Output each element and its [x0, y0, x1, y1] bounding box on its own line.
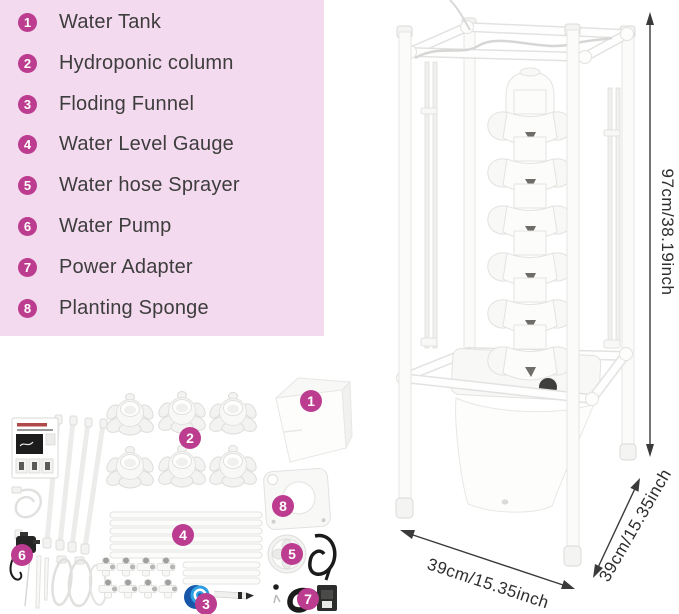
- water-tank-part: [274, 377, 353, 463]
- legend-badge-3: 3: [18, 95, 37, 114]
- height-dimension-label: 97cm/38.19inch: [658, 168, 677, 295]
- legend-item-water-hose-sprayer: 5 Water hose Sprayer: [0, 172, 240, 199]
- legend-badge-4: 4: [18, 135, 37, 154]
- depth-dimension-line: [593, 479, 640, 577]
- top-cable: [414, 36, 613, 60]
- legend-item-planting-sponge: 8 Planting Sponge: [0, 295, 209, 322]
- badge-power-adapter: 7: [297, 588, 319, 610]
- badge-water-pump: 6: [11, 544, 33, 566]
- legend-label-hydroponic-column: Hydroponic column: [59, 52, 234, 74]
- badge-water-level-gauge: 4: [172, 524, 194, 546]
- legend-badge-8: 8: [18, 299, 37, 318]
- legend-panel: 1 Water Tank 2 Hydroponic column 3 Flodi…: [0, 0, 324, 336]
- badge-planting-sponge: 8: [272, 495, 294, 517]
- legend-label-planting-sponge: Planting Sponge: [59, 297, 209, 319]
- legend-label-water-level-gauge: Water Level Gauge: [59, 133, 234, 155]
- legend-item-water-level-gauge: 4 Water Level Gauge: [0, 131, 234, 158]
- grow-light-tubes: [420, 61, 621, 349]
- marker-pen: [213, 590, 254, 600]
- rubber-stopper: [273, 584, 279, 590]
- svg-text:7: 7: [304, 591, 312, 607]
- legend-item-water-pump: 6 Water Pump: [0, 213, 171, 240]
- legend-label-floding-funnel: Floding Funnel: [59, 93, 195, 115]
- svg-text:8: 8: [279, 498, 287, 514]
- legend-badge-6: 6: [18, 217, 37, 236]
- frame-back: [398, 0, 636, 458]
- planting-sponge-plate: [263, 467, 331, 531]
- frame-front: [395, 23, 637, 567]
- product-photo: 97cm/38.19inch 39cm/15.35inch 39cm/15.35…: [395, 0, 677, 613]
- legend-item-water-tank: 1 Water Tank: [0, 9, 161, 36]
- legend-badge-2: 2: [18, 54, 37, 73]
- parts-layout: 1 2 3 4 5 6 7 8: [9, 377, 353, 614]
- legend-label-water-hose-sprayer: Water hose Sprayer: [59, 174, 240, 196]
- hydroponic-tower: [487, 67, 573, 381]
- legend-label-power-adapter: Power Adapter: [59, 256, 193, 278]
- legend-item-hydroponic-column: 2 Hydroponic column: [0, 50, 234, 77]
- legend-item-floding-funnel: 3 Floding Funnel: [0, 91, 194, 118]
- badge-hydroponic-column: 2: [179, 427, 201, 449]
- legend-badge-7: 7: [18, 258, 37, 277]
- water-tub: [455, 397, 595, 513]
- width-dimension-label: 39cm/15.35inch: [425, 555, 552, 613]
- pipe-stack: [109, 511, 263, 585]
- svg-text:6: 6: [18, 547, 26, 563]
- legend-label-water-pump: Water Pump: [59, 215, 172, 237]
- svg-text:4: 4: [179, 527, 187, 543]
- badge-water-tank: 1: [300, 390, 322, 412]
- black-hose: [308, 533, 337, 576]
- svg-text:2: 2: [186, 430, 194, 446]
- white-cable: [11, 486, 42, 540]
- instruction-manual: [11, 417, 59, 479]
- legend-badge-5: 5: [18, 176, 37, 195]
- badge-floding-funnel: 3: [195, 593, 217, 614]
- svg-text:5: 5: [288, 546, 296, 562]
- small-clip: [273, 594, 281, 604]
- width-dimension-line: [403, 531, 573, 589]
- cord-loops: [51, 555, 108, 608]
- pipe-fittings: [96, 557, 178, 599]
- part-badges: 1 2 3 4 5 6 7 8: [11, 390, 322, 614]
- legend-label-water-tank: Water Tank: [59, 11, 162, 33]
- svg-text:3: 3: [202, 596, 210, 612]
- svg-text:1: 1: [307, 393, 315, 409]
- legend-item-power-adapter: 7 Power Adapter: [0, 254, 193, 281]
- badge-water-hose-sprayer: 5: [281, 543, 303, 565]
- legend-badge-1: 1: [18, 13, 37, 32]
